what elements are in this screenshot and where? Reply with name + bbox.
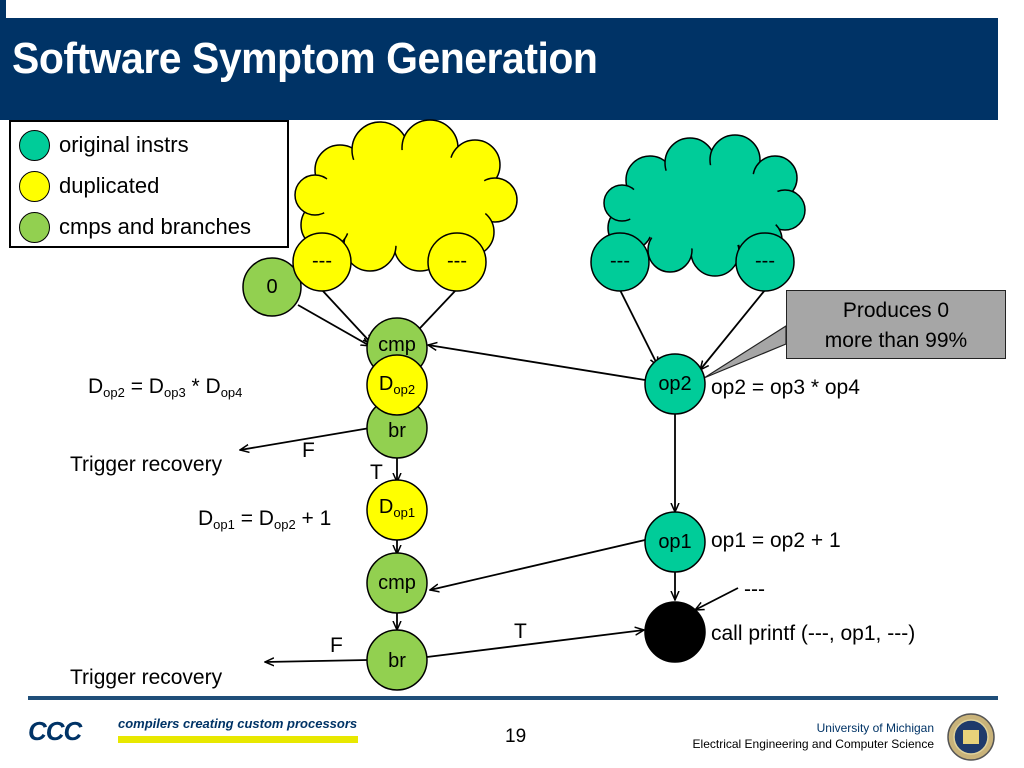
legend-item-original: original instrs bbox=[19, 128, 189, 162]
title-corner bbox=[0, 0, 6, 22]
legend-label-original: original instrs bbox=[59, 132, 189, 157]
node-dup-b-label: --- bbox=[447, 250, 467, 272]
node-call bbox=[644, 601, 706, 663]
university-name: University of Michigan bbox=[816, 721, 934, 735]
node-zero bbox=[242, 257, 302, 317]
footer-tagline: compilers creating custom processors bbox=[118, 716, 358, 731]
node-dop2-sub: op2 bbox=[393, 382, 416, 397]
dop2-eq-d1: D bbox=[88, 375, 104, 398]
footer-rule bbox=[28, 696, 998, 700]
legend-swatch-original bbox=[19, 129, 50, 161]
department-name: Electrical Engineering and Computer Scie… bbox=[692, 737, 934, 751]
legend-item-cmps: cmps and branches bbox=[19, 210, 251, 244]
node-dop1-label: Dop1 bbox=[367, 496, 427, 520]
node-op2-label: op2 bbox=[658, 373, 692, 395]
legend-item-duplicated: duplicated bbox=[19, 169, 159, 203]
dop2-eq-sub2: op3 bbox=[163, 385, 186, 400]
edge-dupa-cmp1 bbox=[321, 289, 372, 344]
node-orig-b bbox=[735, 232, 795, 292]
dop1-eq-sub1: op1 bbox=[213, 517, 235, 532]
edge-zero-cmp1 bbox=[297, 304, 370, 346]
dop2-eq-mid2: * D bbox=[185, 375, 221, 398]
edge-br2-true bbox=[426, 630, 644, 658]
node-dop1-main: D bbox=[378, 496, 394, 518]
op1-equation: op1 = op2 + 1 bbox=[711, 529, 841, 552]
university-info: University of Michigan Electrical Engine… bbox=[693, 720, 934, 752]
dop1-eq-mid2: + 1 bbox=[295, 507, 332, 530]
edge-br1-false bbox=[240, 427, 371, 450]
node-op2 bbox=[644, 353, 706, 415]
call-printf-text: call printf (---, op1, ---) bbox=[711, 622, 916, 645]
tagline-underline bbox=[118, 736, 358, 743]
dop2-equation: Dop2 = Dop3 * Dop4 bbox=[88, 375, 242, 400]
node-br1-label: br bbox=[388, 420, 406, 442]
true-label-2: T bbox=[514, 620, 527, 643]
dop2-eq-sub1: op2 bbox=[103, 385, 125, 400]
dop2-eq-mid1: = D bbox=[124, 375, 164, 398]
dashes-text: --- bbox=[744, 578, 765, 601]
false-label-2: F bbox=[330, 634, 343, 657]
edge-br2-false bbox=[265, 660, 369, 662]
node-dup-a bbox=[292, 232, 352, 292]
callout-pointer bbox=[703, 324, 787, 379]
node-br2-label: br bbox=[388, 650, 406, 672]
node-orig-b-label: --- bbox=[755, 250, 775, 272]
node-dup-a-label: --- bbox=[312, 250, 332, 272]
dop1-eq-mid1: = D bbox=[234, 507, 274, 530]
node-op1-label: op1 bbox=[658, 531, 692, 553]
node-dop1-sub: op1 bbox=[393, 505, 416, 520]
legend: original instrs duplicated cmps and bran… bbox=[9, 120, 289, 248]
edge-origa-op2 bbox=[619, 289, 658, 366]
ccc-logo: CCC bbox=[28, 716, 82, 746]
node-dup-b bbox=[427, 232, 487, 292]
node-cmp1-label: cmp bbox=[378, 334, 416, 356]
dop1-eq-d1: D bbox=[198, 507, 214, 530]
title-bar bbox=[0, 18, 998, 120]
edge-op2-cmp1 bbox=[428, 345, 646, 381]
legend-label-duplicated: duplicated bbox=[59, 173, 160, 198]
edge-origb-op2 bbox=[700, 289, 766, 370]
node-dop2-main: D bbox=[378, 373, 394, 395]
edge-op1-cmp2 bbox=[430, 539, 646, 590]
node-dop2 bbox=[366, 354, 428, 416]
op2-equation: op2 = op3 * op4 bbox=[711, 376, 860, 399]
page-number: 19 bbox=[505, 726, 527, 747]
legend-swatch-cmps bbox=[19, 211, 50, 243]
callout-line1: Produces 0 bbox=[842, 299, 950, 322]
node-zero-label: 0 bbox=[266, 276, 278, 298]
node-cmp2 bbox=[366, 552, 428, 614]
university-seal-icon bbox=[947, 713, 995, 761]
original-cloud bbox=[603, 134, 806, 277]
dop1-eq-sub2: op2 bbox=[273, 517, 296, 532]
edge-dashes-call bbox=[695, 587, 739, 610]
node-orig-a-label: --- bbox=[610, 250, 630, 272]
legend-swatch-duplicated bbox=[19, 170, 50, 202]
node-br2 bbox=[366, 629, 428, 691]
node-dop1 bbox=[366, 479, 428, 541]
callout-box: Produces 0 more than 99% bbox=[786, 290, 1006, 359]
duplicated-cloud bbox=[294, 119, 518, 272]
node-dop2-label: Dop2 bbox=[367, 373, 427, 397]
slide-title: Software Symptom Generation bbox=[12, 34, 598, 83]
node-orig-a bbox=[590, 232, 650, 292]
false-label-1: F bbox=[302, 439, 315, 462]
callout-line2: more than 99% bbox=[824, 329, 968, 352]
trigger-recovery-1: Trigger recovery bbox=[70, 453, 223, 476]
dop2-eq-sub3: op4 bbox=[220, 385, 243, 400]
true-label-1: T bbox=[370, 461, 383, 484]
dop1-equation: Dop1 = Dop2 + 1 bbox=[198, 507, 331, 532]
trigger-recovery-2: Trigger recovery bbox=[70, 666, 223, 689]
node-op1 bbox=[644, 511, 706, 573]
node-cmp2-label: cmp bbox=[378, 572, 416, 594]
legend-label-cmps: cmps and branches bbox=[59, 214, 251, 239]
